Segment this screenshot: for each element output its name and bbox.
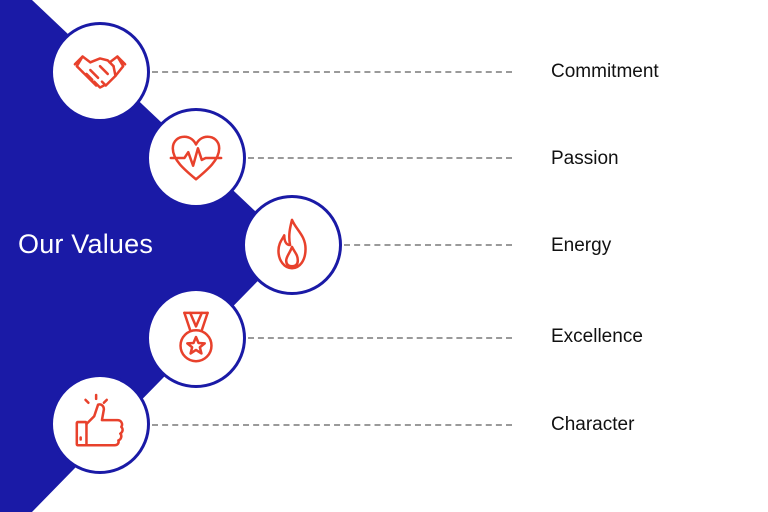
connector-energy [344,244,512,246]
value-label-character: Character [551,414,635,435]
value-node-character [50,374,150,474]
handshake-icon [73,55,127,89]
medal-icon [179,311,213,363]
value-label-passion: Passion [551,148,619,169]
page-title: Our Values [18,229,154,259]
value-label-commitment: Commitment [551,61,659,82]
flame-icon [277,218,307,270]
connector-character [152,424,512,426]
connector-commitment [152,71,512,73]
value-node-excellence [146,288,246,388]
value-label-energy: Energy [551,235,612,256]
value-label-excellence: Excellence [551,326,643,347]
value-node-energy [242,195,342,295]
connector-excellence [248,337,512,339]
value-node-commitment [50,22,150,122]
thumbs-up-icon [75,393,124,447]
value-node-passion [146,108,246,208]
connector-passion [248,157,512,159]
heartbeat-icon [169,135,223,181]
